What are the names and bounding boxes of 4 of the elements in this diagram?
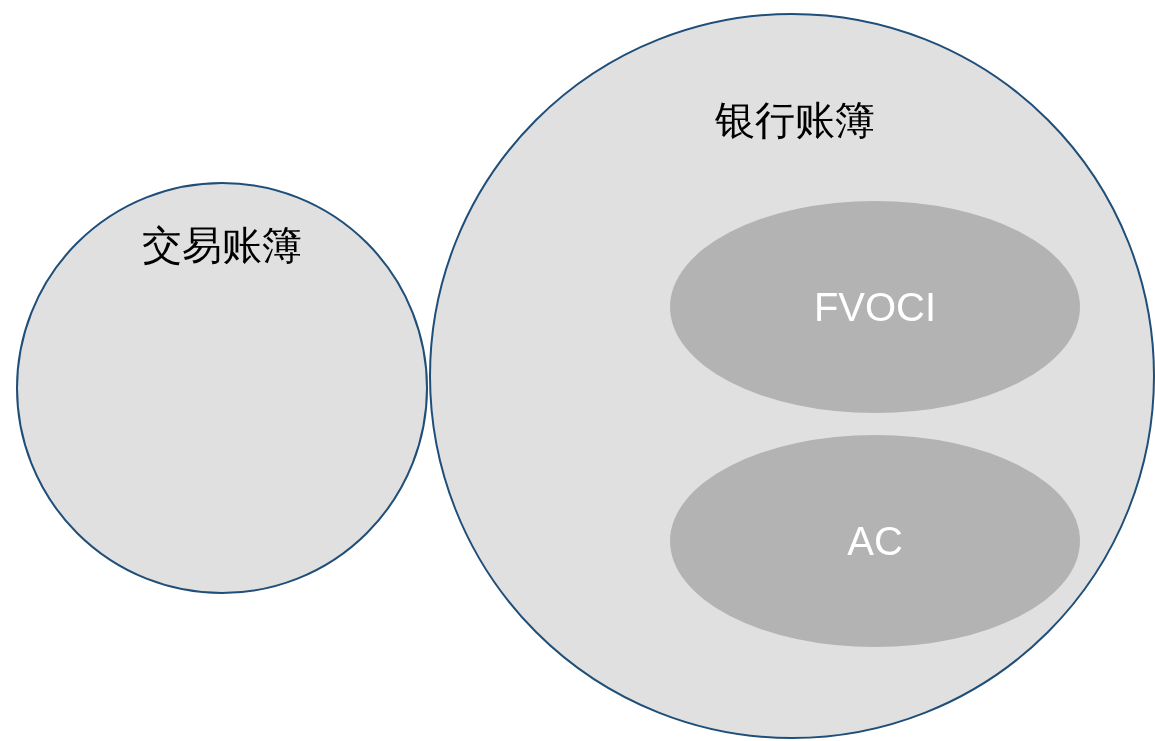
region-label: AC: [847, 519, 903, 563]
region-label: 银行账簿: [715, 98, 875, 142]
region-label: FVOCI: [813, 285, 937, 329]
region-label: 交易账簿: [142, 223, 302, 267]
